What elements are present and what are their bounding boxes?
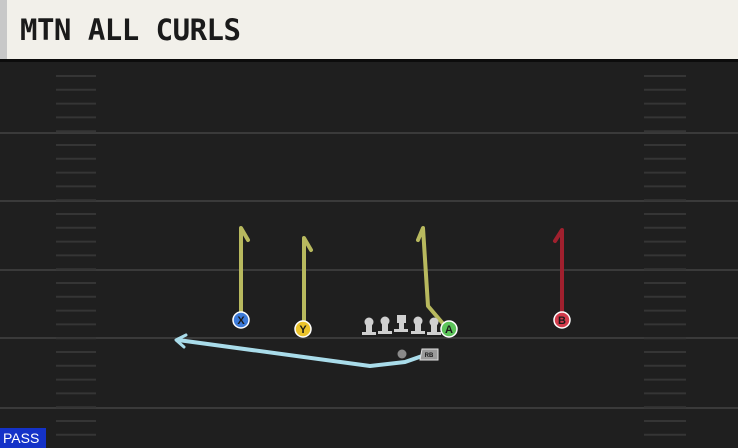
route-rb-arrowhead <box>174 333 188 349</box>
offensive-line <box>362 315 441 335</box>
player-x[interactable]: X <box>232 311 250 329</box>
route-b-curl <box>553 228 564 320</box>
player-rb[interactable]: RB <box>419 348 439 361</box>
right-hash-marks <box>644 75 686 436</box>
play-title: MTN ALL CURLS <box>20 13 241 47</box>
football-field: X Y A B RB <box>0 75 738 436</box>
route-y-curl <box>302 236 313 328</box>
player-a[interactable]: A <box>440 320 458 338</box>
lineman <box>378 316 392 334</box>
player-rb-label: RB <box>425 353 434 359</box>
quarterback <box>397 349 407 359</box>
player-b-label: B <box>558 315 566 327</box>
routes <box>174 226 564 368</box>
player-a-label: A <box>445 324 453 336</box>
play-title-bar: MTN ALL CURLS <box>0 0 738 62</box>
player-x-label: X <box>237 315 245 327</box>
route-a-curl <box>416 226 447 328</box>
play-type-badge: PASS <box>0 428 46 448</box>
route-x-curl <box>239 226 250 320</box>
player-y[interactable]: Y <box>294 320 312 338</box>
left-hash-marks <box>56 75 96 436</box>
title-bar-accent <box>0 0 7 59</box>
route-rb-swing <box>176 338 430 368</box>
center <box>394 315 408 332</box>
player-b[interactable]: B <box>553 311 571 329</box>
lineman <box>411 316 425 334</box>
lineman <box>362 317 376 335</box>
field-markings <box>0 75 738 436</box>
lineman <box>427 317 441 335</box>
player-y-label: Y <box>299 324 307 336</box>
